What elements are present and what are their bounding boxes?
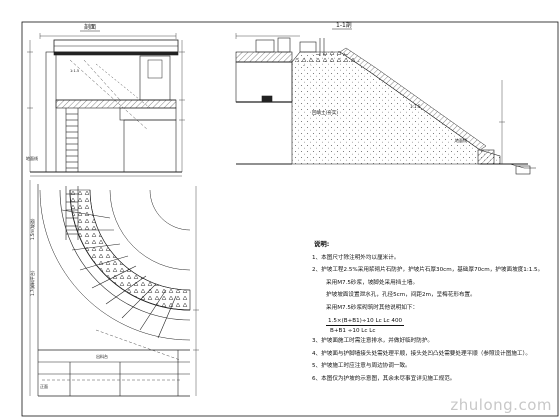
- section-title: 1-1剖: [336, 21, 352, 29]
- note-line: 采用M7.5砂浆，坡脚处采用挡土墙。: [326, 279, 419, 286]
- plan-label-outlet: 出料台: [96, 353, 108, 359]
- note-line: 5、护坡施工时应注意与周边协调一致。: [312, 363, 411, 370]
- elevation-title: 剖面: [84, 23, 96, 31]
- section-view: 1-1剖 回填土(夯实) 1:1.5 地面线: [235, 21, 536, 175]
- note-line: 3、护坡面施工时需注意排水，并做好临时防护。: [312, 338, 434, 345]
- note-line: 6、本图仅为护坡的示意图，其余未尽事宜详见施工规范。: [312, 375, 456, 382]
- note-line: 护坡坡面设置泄水孔，孔径5cm，间距2m，呈梅花形布置。: [326, 292, 476, 299]
- formula: 1.5×(B+B1)÷10 Lc Lc 400 B+B1 ÷10 Lc Lc: [312, 315, 556, 336]
- note-line: 2、护坡工程2.5%采用浆砌片石防护，护坡片石厚30cm，基础厚70cm，护坡面…: [312, 267, 544, 274]
- elev-dim-label: 1:1.5: [70, 69, 79, 73]
- sheet-border: [21, 21, 559, 417]
- plan-label-platform: 1.7(卸料平台): [29, 270, 35, 296]
- notes-title: 说明:: [314, 240, 330, 248]
- ground-label-right: 地面线: [455, 137, 467, 143]
- notes-block: 说明: 1、本图尺寸除注明外均以厘米计。 2、护坡工程2.5%采用浆砌片石防护，…: [312, 238, 556, 386]
- watermark: zhulong.com: [450, 396, 552, 414]
- formula-denominator: B+B1 ÷10 Lc Lc: [330, 328, 376, 335]
- fill-label: 回填土(夯实): [312, 109, 338, 116]
- elevation-view: 剖面: [26, 23, 185, 177]
- formula-numerator: 1.5×(B+B1)÷10 Lc Lc 400: [326, 317, 405, 326]
- plan-label-front: 正面: [40, 384, 48, 389]
- note-line: 采用M7.5砂浆砌筑时其他说明如下：: [326, 304, 419, 311]
- plan-label-ramp: 1.5m(坡道): [29, 218, 35, 240]
- slope-label: 1:1.5: [410, 104, 421, 109]
- ground-label-left: 地面线: [26, 155, 38, 161]
- note-line: 4、护坡面与护脚墙接头处需处理平顺，接头处凹凸处需要处理平顺（参照设计图施工）。: [312, 350, 531, 357]
- plan-view: 1.7(卸料平台) 1.5m(坡道) 出料台 正面: [29, 180, 199, 397]
- note-line: 1、本图尺寸除注明外均以厘米计。: [312, 254, 400, 261]
